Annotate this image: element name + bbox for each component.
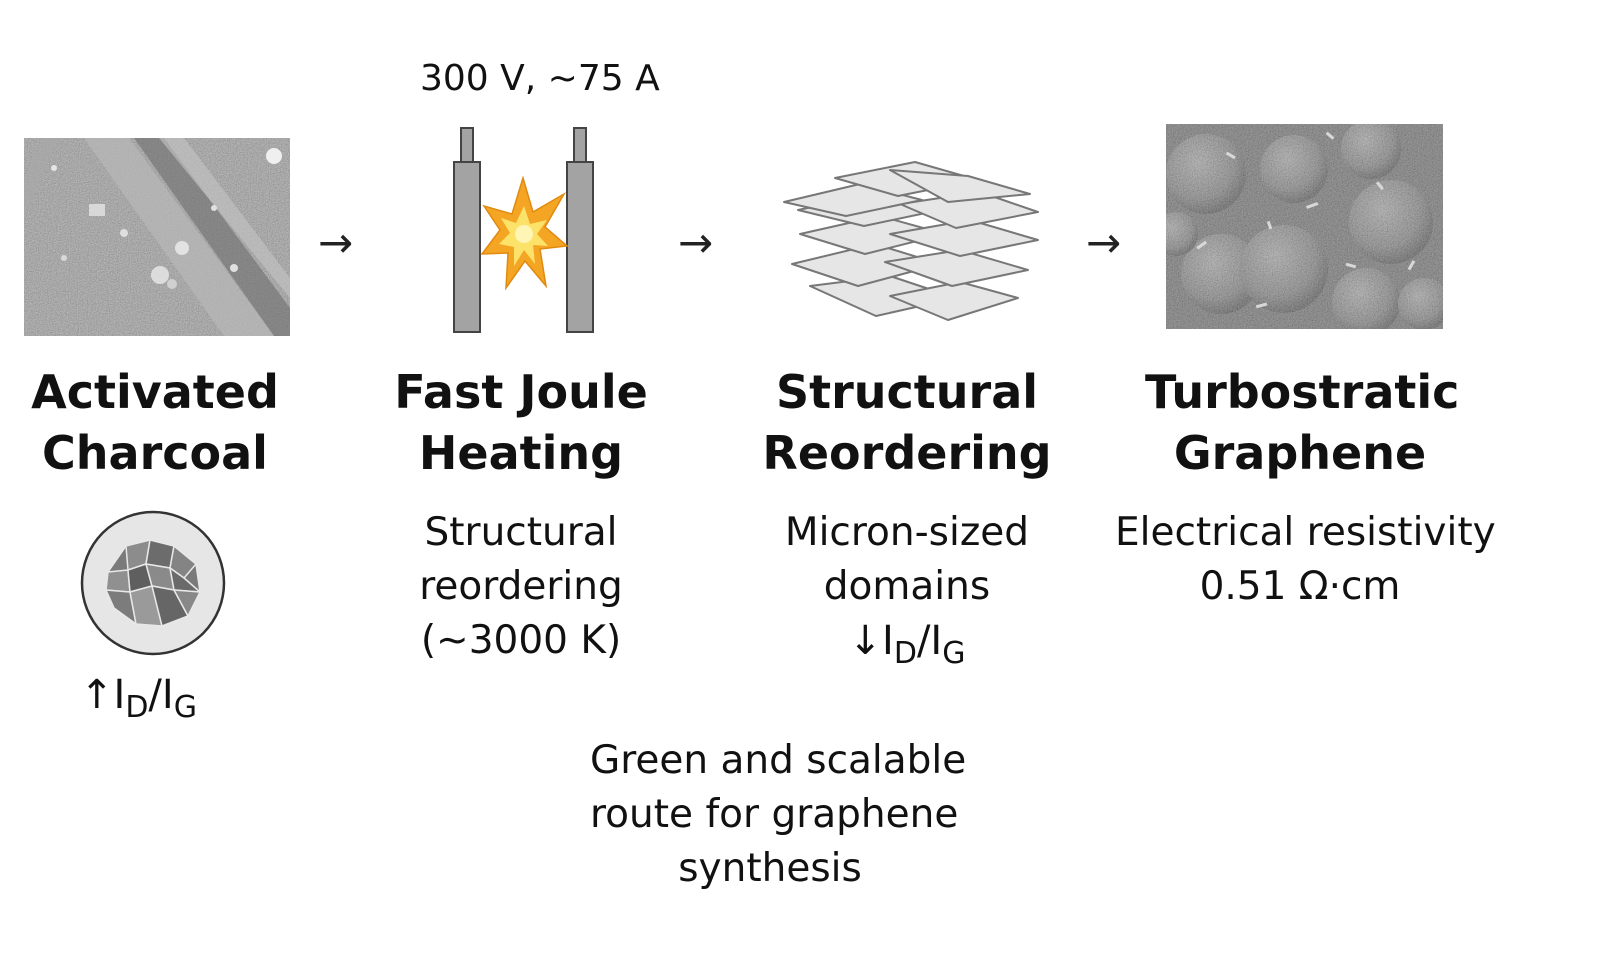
stage-description-fast-joule-heating: Structural reordering (~3000 K) (419, 510, 623, 663)
stage-title-fast-joule-heating: Fast Joule Heating (394, 365, 648, 480)
flow-arrow-1: → (318, 218, 354, 267)
flow-arrow-2: → (678, 218, 714, 267)
id-ig-ratio-increase: ↑ID/IG (80, 672, 197, 725)
footer-note: Green and scalable route for graphene sy… (590, 738, 967, 891)
sem-charcoal-image (24, 138, 290, 336)
stage-description-turbostratic-graphene: Electrical resistivity 0.51 Ω·cm (1115, 510, 1496, 609)
graphene-sheets-icon (780, 158, 1046, 328)
voltage-label: 300 V, ~75 A (420, 58, 660, 99)
flow-arrow-3: → (1086, 218, 1122, 267)
id-ig-ratio-decrease: ↓ID/IG (848, 618, 966, 671)
stage-description-structural-reordering: Micron-sized domains (784, 510, 1030, 609)
sem-graphene-image (1166, 124, 1443, 329)
joule-heating-icon (446, 126, 606, 336)
stage-title-turbostratic-graphene: Turbostratic Graphene (1145, 365, 1460, 480)
stage-title-structural-reordering: Structural Reordering (762, 365, 1052, 480)
stage-title-activated-charcoal: Activated Charcoal (31, 365, 279, 480)
charcoal-particle-icon (78, 508, 228, 658)
